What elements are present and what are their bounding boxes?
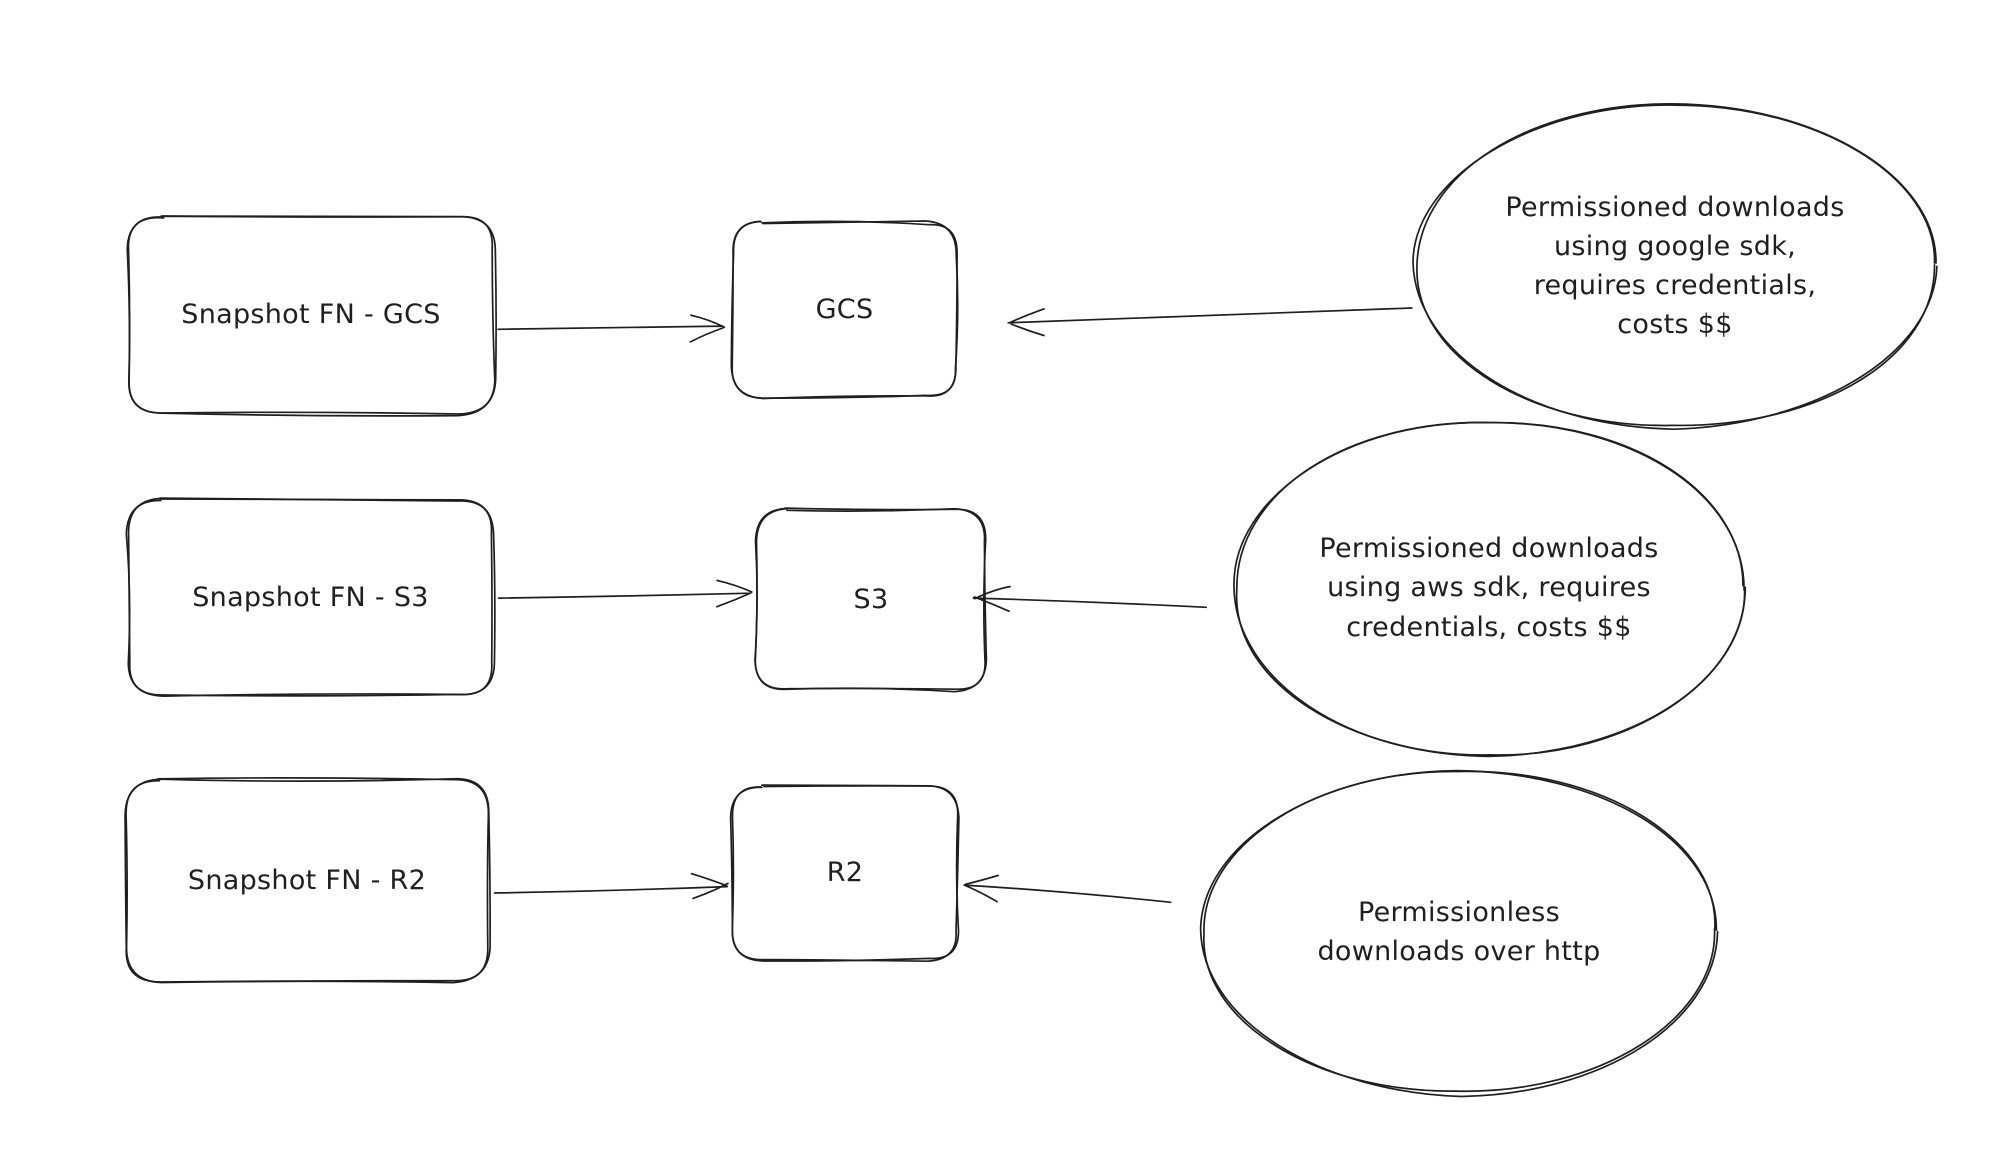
note-r2-ellipse[interactable] — [1199, 769, 1719, 1098]
node-s3-label[interactable]: S3 — [853, 584, 889, 616]
arrow-snapshot-to-s3[interactable] — [497, 579, 753, 608]
note-r2-text[interactable]: Permissionless downloads over http — [1317, 896, 1601, 967]
node-snapshot-fn-gcs-shape[interactable] — [126, 215, 497, 417]
note-gcs-text[interactable]: Permissioned downloads using google sdk,… — [1505, 191, 1845, 341]
node-s3-shape[interactable] — [754, 507, 988, 693]
arrow-note-to-gcs[interactable] — [1007, 307, 1413, 337]
node-gcs-label[interactable]: GCS — [815, 294, 874, 326]
node-snapshot-fn-r2-shape[interactable] — [124, 777, 491, 984]
node-snapshot-fn-gcs-label[interactable]: Snapshot FN - GCS — [181, 299, 441, 331]
node-snapshot-fn-r2-label[interactable]: Snapshot FN - R2 — [187, 864, 427, 896]
node-snapshot-fn-s3-shape[interactable] — [125, 497, 496, 697]
node-r2-label[interactable]: R2 — [826, 857, 864, 889]
arrow-snapshot-to-r2[interactable] — [493, 872, 729, 900]
note-gcs-ellipse[interactable] — [1412, 102, 1938, 431]
node-snapshot-fn-s3-label[interactable]: Snapshot FN - S3 — [192, 582, 429, 614]
node-r2-shape[interactable] — [729, 784, 960, 963]
arrow-note-to-s3[interactable] — [972, 585, 1208, 613]
arrow-snapshot-to-gcs[interactable] — [497, 314, 726, 343]
arrow-note-to-r2[interactable] — [963, 874, 1172, 904]
node-gcs-shape[interactable] — [730, 220, 959, 400]
note-s3-ellipse[interactable] — [1233, 421, 1747, 758]
note-s3-text[interactable]: Permissioned downloads using aws sdk, re… — [1319, 533, 1659, 643]
